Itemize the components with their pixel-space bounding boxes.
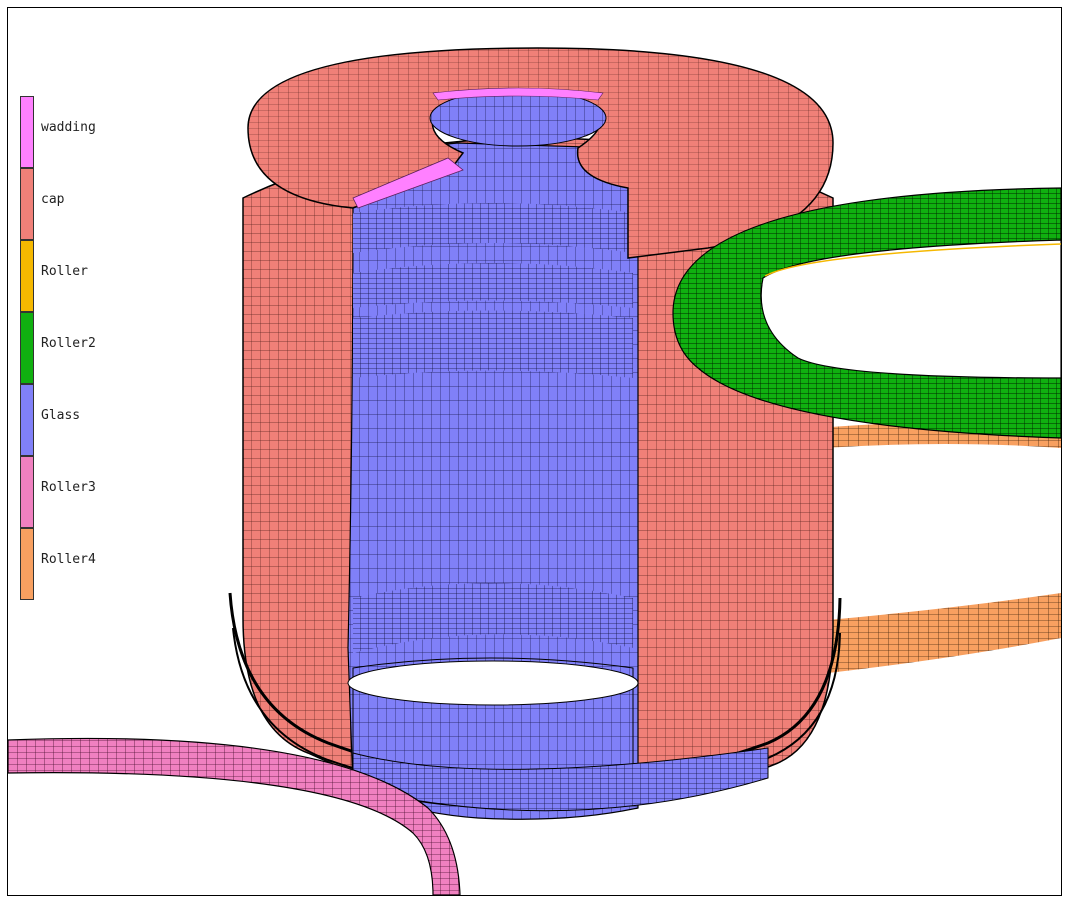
glass-cutaway: [347, 142, 769, 820]
cap-top: [247, 47, 834, 259]
legend-label: Roller2: [41, 336, 96, 351]
legend-swatch: [20, 168, 34, 240]
roller3-ring: [8, 737, 461, 895]
legend-swatch: [20, 456, 34, 528]
legend-swatch: [20, 528, 34, 600]
legend-swatch: [20, 240, 34, 312]
mesh-scene: [8, 47, 1061, 895]
legend-label: cap: [41, 192, 65, 207]
legend-label: wadding: [41, 120, 96, 135]
legend-label: Roller: [41, 264, 88, 279]
legend-swatch: [20, 96, 34, 168]
legend-label: Roller3: [41, 480, 96, 495]
legend-swatch: [20, 384, 34, 456]
legend-label: Glass: [41, 408, 81, 423]
legend-label: Roller4: [41, 552, 96, 567]
roller2-ring: [672, 187, 1061, 439]
legend-swatch: [20, 312, 34, 384]
roller4-ring: [818, 421, 1061, 673]
